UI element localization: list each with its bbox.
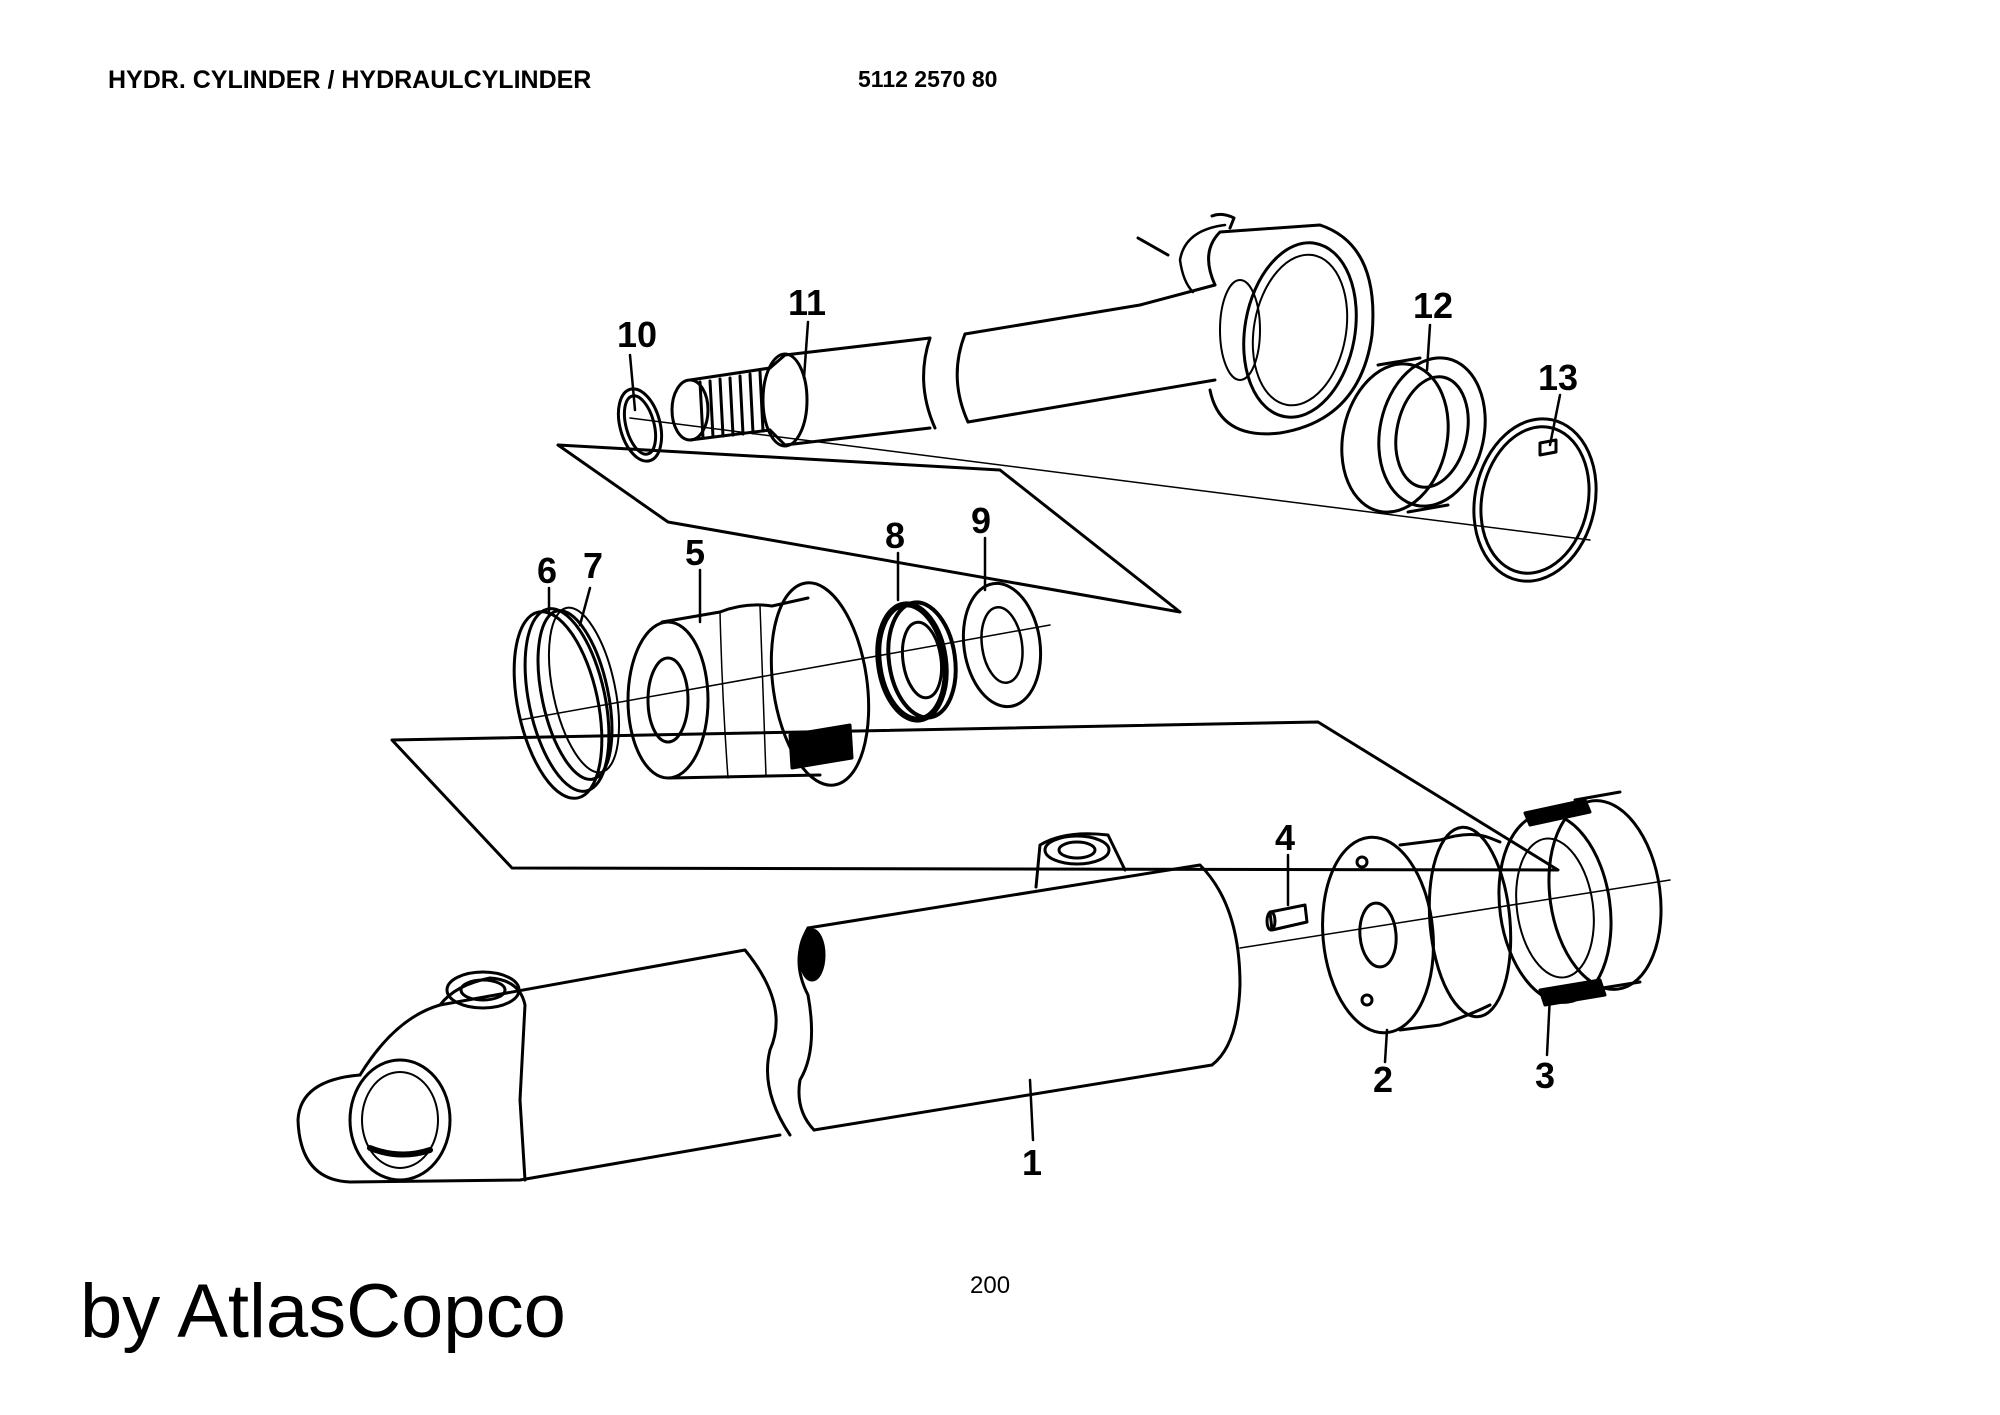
callout-1: 1 xyxy=(1022,1142,1042,1183)
part-5-piston xyxy=(626,581,871,787)
plane-middle xyxy=(390,720,1560,872)
part-4-set-screw xyxy=(1265,903,1309,932)
callout-2: 2 xyxy=(1373,1059,1393,1100)
diagram-title: HYDR. CYLINDER / HYDRAULCYLINDER xyxy=(108,66,592,94)
callout-7: 7 xyxy=(583,545,603,586)
brand-watermark: by AtlasCopco xyxy=(80,1269,566,1354)
plane-top xyxy=(556,443,1182,614)
callout-4: 4 xyxy=(1275,817,1295,858)
part-6-7-rings xyxy=(512,606,620,800)
callout-8: 8 xyxy=(885,515,905,556)
part-3-seal-housing xyxy=(1497,790,1663,1007)
callout-11: 11 xyxy=(788,282,826,323)
part-8-seal xyxy=(875,600,958,723)
axis-top xyxy=(629,417,1591,541)
callout-3: 3 xyxy=(1535,1055,1555,1096)
callout-5: 5 xyxy=(685,532,705,573)
part-12-bearing xyxy=(1340,356,1487,514)
part-1-cylinder-barrel xyxy=(296,832,1242,1184)
part-10-ring xyxy=(616,387,664,463)
part-9-wiper xyxy=(961,581,1043,709)
callout-10: 10 xyxy=(617,314,657,355)
part-13-circlip xyxy=(1472,417,1598,583)
part-11-piston-rod xyxy=(670,212,1375,448)
part-number: 5112 2570 80 xyxy=(858,66,998,92)
axis-bottom xyxy=(1239,879,1671,949)
callout-6: 6 xyxy=(537,550,557,591)
callout-12: 12 xyxy=(1413,285,1453,326)
callout-9: 9 xyxy=(971,500,991,541)
callout-leaders xyxy=(547,320,1562,1142)
callout-13: 13 xyxy=(1538,357,1578,398)
axis-middle xyxy=(519,624,1051,721)
page-number: 200 xyxy=(970,1272,1011,1299)
